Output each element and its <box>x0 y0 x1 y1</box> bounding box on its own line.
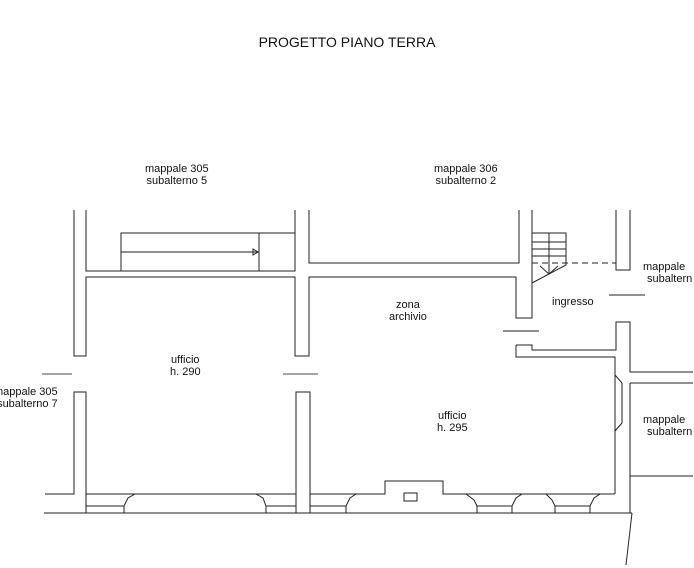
label-mappale-right-top: mappale subaltern <box>643 261 692 285</box>
label-line: subalterno 7 <box>0 398 58 410</box>
label-line: subalterno 2 <box>435 175 497 187</box>
label-line: subaltern <box>647 273 693 285</box>
label-mappale-305-sub-5: mappale 305 subalterno 5 <box>145 163 209 187</box>
label-line: mappale 305 <box>0 386 58 398</box>
label-line: zona <box>396 299 420 311</box>
label-mappale-right-mid: mappale subaltern <box>643 414 692 438</box>
label-line: ufficio <box>171 354 200 366</box>
walls <box>44 210 693 566</box>
label-zona-archivio: zona archivio <box>389 299 427 323</box>
label-mappale-305-sub-7: mappale 305 subalterno 7 <box>0 386 58 410</box>
label-line: archivio <box>389 311 427 323</box>
label-line: mappale <box>643 261 686 273</box>
label-line: ufficio <box>438 410 467 422</box>
label-line: mappale 305 <box>145 163 209 175</box>
label-mappale-306-sub-2: mappale 306 subalterno 2 <box>434 163 498 187</box>
label-line: subalterno 5 <box>146 175 208 187</box>
label-line: mappale <box>643 414 686 426</box>
label-ufficio-290: ufficio h. 290 <box>170 354 201 378</box>
label-ufficio-295: ufficio h. 295 <box>437 410 468 434</box>
label-line: subaltern <box>647 426 693 438</box>
label-line: h. 290 <box>170 366 201 378</box>
label-line: h. 295 <box>437 422 468 434</box>
label-ingresso: ingresso <box>552 296 594 308</box>
label-line: mappale 306 <box>434 163 498 175</box>
drawing-title: PROGETTO PIANO TERRA <box>258 34 436 50</box>
